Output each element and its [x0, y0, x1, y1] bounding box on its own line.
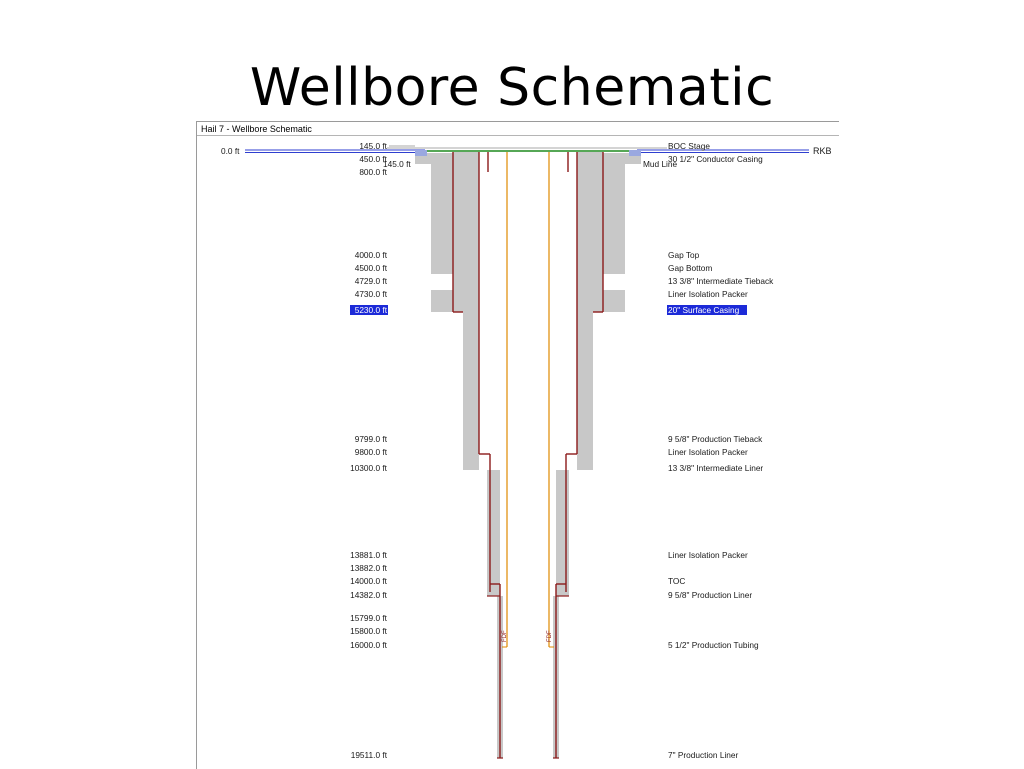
component-label-5: Liner Isolation Packer: [668, 289, 748, 299]
depth-label-17: 16000.0 ft: [350, 640, 388, 650]
component-label-highlight-6: [667, 305, 747, 315]
component-label-0: BOC Stage: [668, 141, 710, 151]
depth-label-10: 10300.0 ft: [350, 463, 388, 473]
depth-label-1: 450.0 ft: [359, 154, 387, 164]
depth-label-9: 9800.0 ft: [355, 447, 388, 457]
conductor-collar-right: [629, 150, 641, 156]
depth-label-14: 14382.0 ft: [350, 590, 388, 600]
wellbore-diagram: 0.0 ft RKB Mud Line 145.0 ft FDF FDF 145…: [197, 135, 839, 760]
depth-label-8: 9799.0 ft: [355, 434, 388, 444]
cement-gap-left: [431, 274, 453, 290]
cement-inner-surface-left: [453, 152, 479, 312]
depth-label-18: 19511.0 ft: [351, 750, 388, 760]
tubing-tag-left: FDF: [502, 630, 508, 642]
surface-lines: [245, 147, 809, 153]
component-label-13: 5 1/2" Production Tubing: [668, 640, 759, 650]
zero-depth-label: 0.0 ft: [221, 146, 240, 156]
component-label-7: 9 5/8" Production Tieback: [668, 434, 763, 444]
component-label-6[interactable]: 20" Surface Casing: [668, 305, 740, 315]
well-geometry: [415, 150, 641, 759]
depth-label-3: 4000.0 ft: [355, 250, 388, 260]
component-label-9: 13 3/8" Intermediate Liner: [668, 463, 763, 473]
slide-title: Wellbore Schematic: [249, 58, 775, 118]
cement-intermediate-right: [577, 312, 593, 470]
depth-label-0: 145.0 ft: [359, 141, 387, 151]
depth-label-5: 4729.0 ft: [355, 276, 388, 286]
component-label-2: Gap Top: [668, 250, 700, 260]
cement-gap-right: [603, 274, 625, 290]
depth-label-13: 14000.0 ft: [350, 576, 388, 586]
depth-label-2: 800.0 ft: [359, 167, 387, 177]
cement-conductor-cap-left: [415, 153, 455, 164]
component-label-10: Liner Isolation Packer: [668, 550, 748, 560]
cement-conductor-cap-right: [601, 153, 641, 164]
depth-label-16: 15800.0 ft: [350, 626, 388, 636]
window-title: Hail 7 - Wellbore Schematic: [201, 124, 312, 134]
depth-label-highlight-7: [350, 305, 388, 315]
mud-depth-label: 145.0 ft: [383, 159, 411, 169]
component-label-12: 9 5/8" Production Liner: [668, 590, 752, 600]
component-label-11: TOC: [668, 576, 685, 586]
mud-line-label: Mud Line: [643, 159, 678, 169]
depth-label-11: 13881.0 ft: [350, 550, 388, 560]
conductor-collar-left: [415, 150, 427, 156]
cement-intermediate-liner-left: [487, 470, 500, 596]
cement-inner-surface-right: [577, 152, 603, 312]
rkb-label: RKB: [813, 146, 832, 156]
schematic-window: Hail 7 - Wellbore Schematic 0.0 ft RKB M…: [196, 121, 839, 769]
cement-intermediate-liner-right: [556, 470, 569, 596]
depth-label-15: 15799.0 ft: [350, 613, 388, 623]
depth-label-4: 4500.0 ft: [355, 263, 388, 273]
depth-label-7[interactable]: 5230.0 ft: [355, 305, 388, 315]
component-label-8: Liner Isolation Packer: [668, 447, 748, 457]
component-label-1: 30 1/2" Conductor Casing: [668, 154, 763, 164]
depth-label-12: 13882.0 ft: [350, 563, 388, 573]
component-label-14: 7" Production Liner: [668, 750, 739, 760]
component-label-4: 13 3/8" Intermediate Tieback: [668, 276, 774, 286]
depth-label-6: 4730.0 ft: [355, 289, 388, 299]
component-label-3: Gap Bottom: [668, 263, 712, 273]
cement-intermediate-left: [463, 312, 479, 470]
tubing-tag-right: FDF: [547, 630, 553, 642]
